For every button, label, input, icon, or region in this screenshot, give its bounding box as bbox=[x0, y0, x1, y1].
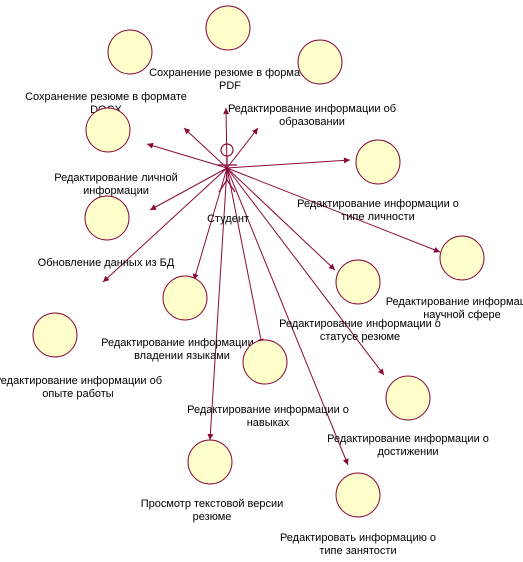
use-case-label-line: Сохранение резюме в формате bbox=[25, 91, 187, 103]
use-case-label-line: резюме bbox=[193, 511, 232, 523]
association-text bbox=[209, 167, 228, 441]
use-case-ellipse[interactable] bbox=[162, 275, 208, 321]
association-personal bbox=[146, 143, 228, 169]
use-case-ellipse[interactable] bbox=[385, 375, 431, 421]
use-case-label: Редактирование информациинаучной сфере bbox=[386, 296, 523, 321]
use-case-ellipse[interactable] bbox=[335, 472, 381, 518]
use-case-ellipse[interactable] bbox=[107, 29, 153, 75]
use-case-label-line: Редактировать информацию о bbox=[280, 532, 436, 544]
actor-name: Студент bbox=[207, 213, 249, 225]
association-docx bbox=[183, 127, 228, 169]
use-case-label: Обновление данных из БД bbox=[38, 257, 175, 269]
use-case-label-line: Редактирование информации об bbox=[0, 375, 162, 387]
use-case-label-line: Редактирование информации о bbox=[187, 404, 349, 416]
use-case-label-line: Сохранение резюме в формате bbox=[149, 67, 311, 79]
arrowhead-text bbox=[207, 433, 214, 440]
use-case-label-line: Редактирование информации о bbox=[101, 337, 263, 349]
use-case-db[interactable]: Обновление данных из БД bbox=[38, 195, 175, 269]
use-case-label-line: Редактирование информации о bbox=[327, 433, 489, 445]
use-case-label-line: Редактирование информации об bbox=[228, 103, 396, 115]
arrowhead-personal bbox=[147, 142, 154, 149]
arrowhead-achievements bbox=[377, 368, 384, 375]
use-case-ellipse[interactable] bbox=[32, 312, 78, 358]
actor-student: Студент bbox=[207, 143, 249, 225]
association-skills bbox=[226, 167, 263, 346]
use-case-label-line: PDF bbox=[219, 80, 241, 92]
use-case-label-line: достижении bbox=[377, 446, 438, 458]
use-case-ellipse[interactable] bbox=[205, 5, 251, 51]
use-case-label-line: Редактирование информации bbox=[386, 296, 523, 308]
use-case-label-line: научной сфере bbox=[423, 309, 501, 321]
use-case-ellipse[interactable] bbox=[355, 139, 401, 185]
arrowhead-personality bbox=[343, 157, 350, 164]
use-case-label-line: типе личности bbox=[341, 211, 414, 223]
association-db bbox=[149, 167, 228, 211]
use-case-label-line: Редактирование личной bbox=[54, 172, 177, 184]
use-case-label-line: владении языками bbox=[134, 350, 230, 362]
arrowhead-experience bbox=[103, 275, 110, 282]
use-case-ellipse[interactable] bbox=[84, 195, 130, 241]
use-case-ellipse[interactable] bbox=[187, 439, 233, 485]
arrowhead-pdf bbox=[223, 108, 230, 115]
actor-leg-left bbox=[218, 179, 228, 193]
use-case-label-line: статусе резюме bbox=[320, 331, 400, 343]
use-case-label-line: типе занятости bbox=[319, 545, 396, 557]
use-case-ellipse[interactable] bbox=[85, 107, 131, 153]
association-employment bbox=[226, 167, 349, 466]
use-case-label-line: Редактирование информации о bbox=[279, 318, 441, 330]
arrowhead-status bbox=[328, 263, 335, 270]
use-case-label-line: образовании bbox=[279, 116, 345, 128]
use-case-docx[interactable]: Сохранение резюме в форматеDOCX bbox=[25, 29, 187, 116]
use-case-label-line: Редактирование информации о bbox=[297, 198, 459, 210]
arrowhead-employment bbox=[342, 458, 349, 465]
actor-leg-right bbox=[226, 179, 236, 193]
use-case-label-line: опыте работы bbox=[42, 388, 114, 400]
association-achievements bbox=[226, 167, 385, 376]
use-case-label-line: навыках bbox=[247, 417, 290, 429]
use-case-label-line: Обновление данных из БД bbox=[38, 257, 175, 269]
use-case-ellipse[interactable] bbox=[335, 259, 381, 305]
association-education bbox=[226, 127, 259, 169]
use-case-ellipse[interactable] bbox=[242, 339, 288, 385]
use-case-ellipse[interactable] bbox=[439, 235, 485, 281]
association-status bbox=[226, 167, 336, 271]
use-case-label-line: информации bbox=[83, 185, 149, 197]
use-case-label-line: Просмотр текстовой версии bbox=[141, 498, 284, 510]
arrowhead-education bbox=[251, 128, 258, 135]
use-case-science[interactable]: Редактирование информациинаучной сфере bbox=[386, 235, 523, 321]
association-science bbox=[226, 167, 441, 253]
arrowhead-docx bbox=[184, 128, 191, 135]
association-experience bbox=[102, 167, 228, 283]
use-case-ellipse[interactable] bbox=[297, 39, 343, 85]
association-languages bbox=[193, 167, 228, 281]
arrowhead-science bbox=[433, 247, 440, 253]
arrowhead-db bbox=[150, 204, 157, 210]
association-personality bbox=[226, 159, 351, 169]
